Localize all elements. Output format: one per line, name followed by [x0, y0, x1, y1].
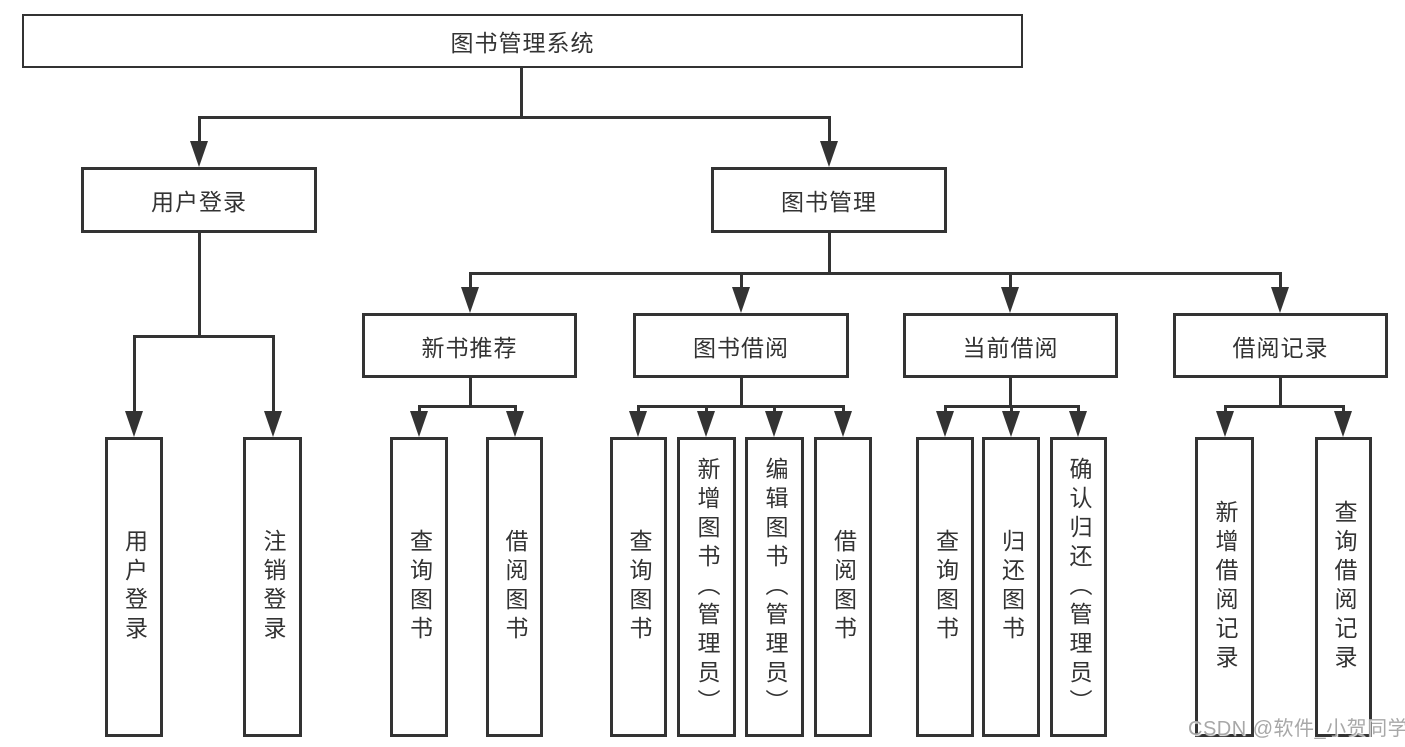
leaf-edit-books-admin: 编辑图书（管理员） [745, 437, 804, 737]
leaf-query-books-recommend-label: 查询图书 [406, 529, 433, 645]
connector-vline [1008, 378, 1012, 408]
node-current-borrowing: 当前借阅 [903, 313, 1118, 378]
connector-vline [1278, 273, 1282, 291]
arrowhead-down-icon [1001, 287, 1019, 313]
connector-vline [1009, 406, 1013, 415]
leaf-query-books-borrow: 查询图书 [610, 437, 667, 737]
arrowhead-down-icon [1069, 411, 1087, 437]
node-library-management-system-label: 图书管理系统 [450, 30, 595, 56]
node-user-login-label: 用户登录 [151, 189, 247, 215]
connector-hline [468, 271, 1282, 275]
connector-vline [132, 336, 136, 415]
leaf-add-borrow-record: 新增借阅记录 [1195, 437, 1254, 737]
connector-vline [1008, 273, 1012, 291]
leaf-add-books-admin-label: 新增图书（管理员） [694, 456, 720, 718]
csdn-watermark: CSDN @软件_小贺同学 [1188, 718, 1405, 740]
connector-vline [417, 406, 421, 415]
connector-vline [197, 233, 201, 338]
leaf-query-books-recommend: 查询图书 [390, 437, 448, 737]
connector-vline [827, 233, 831, 275]
arrowhead-down-icon [264, 411, 282, 437]
leaf-borrow-books-label: 借阅图书 [830, 529, 857, 645]
connector-vline [271, 336, 275, 415]
leaf-add-books-admin: 新增图书（管理员） [677, 437, 736, 737]
connector-hline [132, 334, 275, 338]
leaf-borrow-books: 借阅图书 [814, 437, 872, 737]
arrowhead-down-icon [1216, 411, 1234, 437]
arrowhead-down-icon [732, 287, 750, 313]
arrowhead-down-icon [765, 411, 783, 437]
connector-hline [197, 115, 831, 119]
leaf-logout: 注销登录 [243, 437, 302, 737]
node-borrowing-records-label: 借阅记录 [1232, 334, 1329, 361]
arrowhead-down-icon [629, 411, 647, 437]
arrowhead-down-icon [936, 411, 954, 437]
node-user-login: 用户登录 [81, 167, 317, 233]
connector-vline [468, 273, 472, 291]
leaf-borrow-books-recommend-label: 借阅图书 [502, 529, 528, 645]
leaf-user-login-label: 用户登录 [121, 529, 148, 645]
leaf-confirm-return-admin-label: 确认归还（管理员） [1066, 456, 1092, 718]
node-book-management: 图书管理 [711, 167, 947, 233]
connector-vline [636, 406, 640, 415]
arrowhead-down-icon [834, 411, 852, 437]
node-borrowing-records: 借阅记录 [1173, 313, 1388, 378]
connector-vline [468, 378, 472, 408]
leaf-query-books-current-label: 查询图书 [932, 529, 959, 645]
arrowhead-down-icon [461, 287, 479, 313]
arrowhead-down-icon [410, 411, 428, 437]
node-book-borrowing: 图书借阅 [633, 313, 849, 378]
leaf-user-login: 用户登录 [105, 437, 163, 737]
connector-vline [1076, 406, 1080, 415]
connector-hline [417, 404, 517, 408]
leaf-query-books-borrow-label: 查询图书 [626, 529, 652, 645]
arrowhead-down-icon [125, 411, 143, 437]
connector-vline [1278, 378, 1282, 408]
node-book-borrowing-label: 图书借阅 [693, 334, 789, 361]
node-current-borrowing-label: 当前借阅 [962, 334, 1059, 361]
arrowhead-down-icon [1334, 411, 1352, 437]
arrowhead-down-icon [697, 411, 715, 437]
connector-vline [841, 406, 845, 415]
leaf-edit-books-admin-label: 编辑图书（管理员） [762, 456, 788, 718]
connector-vline [1341, 406, 1345, 415]
connector-vline [513, 406, 517, 415]
connector-vline [943, 406, 947, 415]
arrowhead-down-icon [820, 141, 838, 167]
node-new-book-recommend: 新书推荐 [362, 313, 577, 378]
node-book-management-label: 图书管理 [781, 189, 877, 215]
leaf-query-borrow-record-label: 查询借阅记录 [1331, 500, 1357, 674]
leaf-logout-label: 注销登录 [260, 529, 286, 645]
arrowhead-down-icon [1002, 411, 1020, 437]
connector-vline [739, 378, 743, 408]
connector-vline [520, 68, 523, 119]
node-new-book-recommend-label: 新书推荐 [421, 334, 518, 361]
node-library-management-system: 图书管理系统 [22, 14, 1023, 68]
connector-vline [704, 406, 708, 415]
arrowhead-down-icon [506, 411, 524, 437]
leaf-confirm-return-admin: 确认归还（管理员） [1050, 437, 1107, 737]
connector-hline [636, 404, 845, 408]
connector-vline [739, 273, 743, 291]
connector-vline [772, 406, 776, 415]
leaf-return-books: 归还图书 [982, 437, 1040, 737]
leaf-borrow-books-recommend: 借阅图书 [486, 437, 543, 737]
arrowhead-down-icon [1271, 287, 1289, 313]
connector-vline [827, 117, 831, 149]
connector-vline [1223, 406, 1227, 415]
leaf-return-books-label: 归还图书 [998, 529, 1025, 645]
leaf-query-borrow-record: 查询借阅记录 [1315, 437, 1372, 737]
connector-vline [197, 117, 201, 149]
connector-hline [1223, 404, 1345, 408]
leaf-query-books-current: 查询图书 [916, 437, 974, 737]
arrowhead-down-icon [190, 141, 208, 167]
leaf-add-borrow-record-label: 新增借阅记录 [1212, 500, 1238, 674]
connector-hline [943, 404, 1080, 408]
